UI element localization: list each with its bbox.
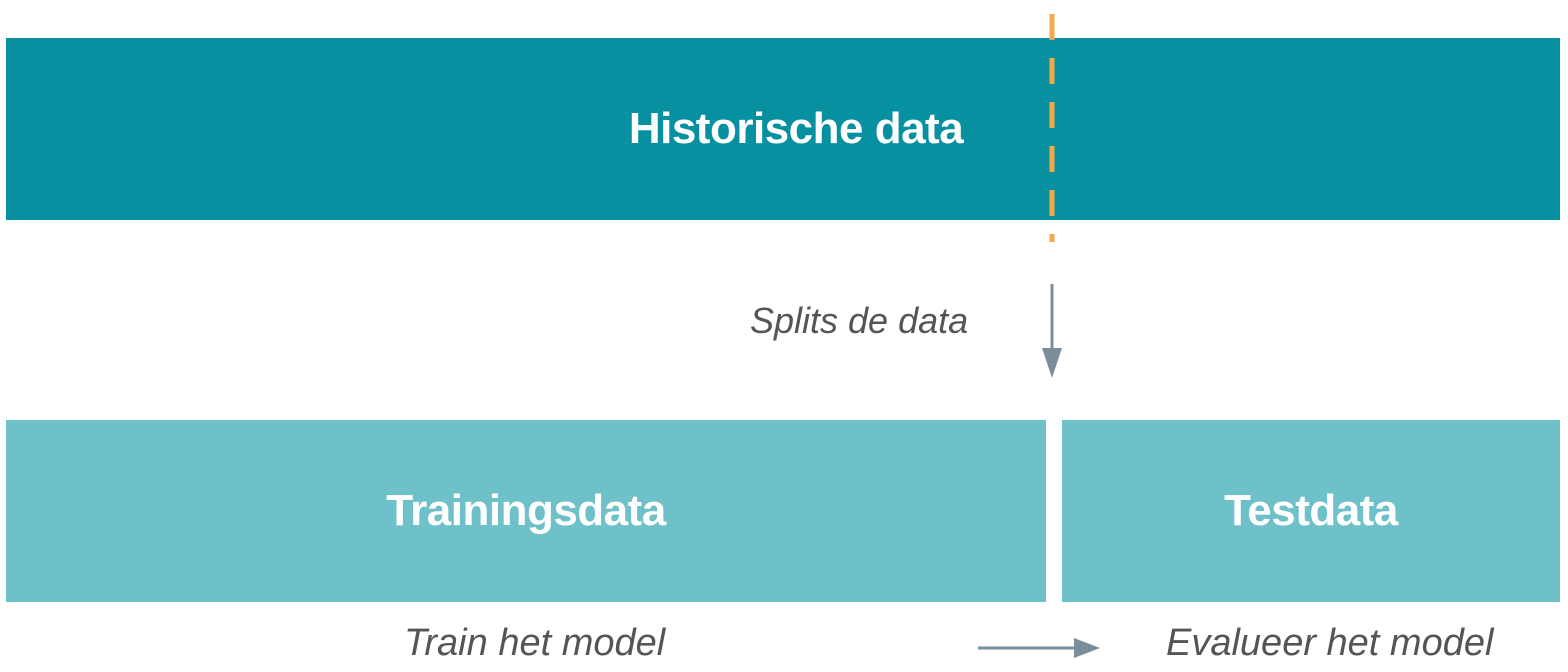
historical-data-block: Historische data [6, 38, 1560, 220]
train-model-caption: Train het model [404, 622, 666, 664]
train-to-evaluate-arrow [978, 638, 1100, 658]
split-down-arrow [1042, 284, 1062, 378]
evaluate-model-caption: Evalueer het model [1166, 622, 1494, 664]
split-data-caption: Splits de data [750, 300, 969, 341]
training-data-block: Trainingsdata [6, 420, 1046, 602]
training-data-label: Trainingsdata [386, 486, 666, 535]
test-data-block: Testdata [1062, 420, 1560, 602]
historical-data-label: Historische data [628, 104, 964, 153]
test-data-label: Testdata [1224, 486, 1398, 535]
